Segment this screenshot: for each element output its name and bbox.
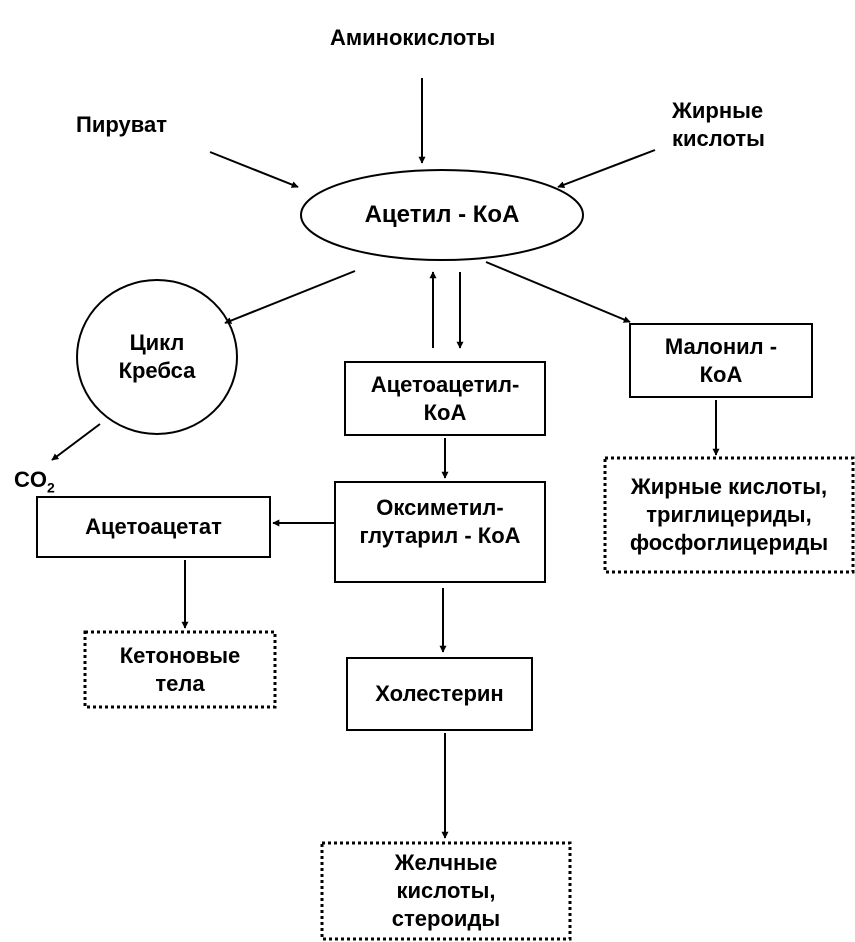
- acetoacetate-label: Ацетоацетат: [85, 514, 222, 539]
- krebs-cycle-circle: [76, 279, 238, 435]
- krebs-line-2: Кребса: [118, 358, 196, 383]
- malonyl-coa-box: [629, 323, 813, 398]
- arrow-acetyl-to-malonyl: [485, 261, 631, 323]
- fatty-acids-line-2: кислоты: [672, 126, 765, 151]
- acetoacetate-box: [36, 496, 271, 558]
- lipids-label: Жирные кислоты, триглицериды, фосфоглице…: [605, 458, 853, 572]
- cholesterol-box: [346, 657, 533, 731]
- hmg-coa-box: [334, 481, 546, 583]
- fatty-acids-line-1: Жирные: [672, 98, 764, 123]
- arrow-acetyl-to-krebs: [224, 270, 356, 324]
- cholesterol-label: Холестерин: [375, 681, 504, 706]
- krebs-cycle-label: Цикл Кребса: [77, 280, 237, 434]
- arrow-pyruvate-to-acetyl: [209, 151, 299, 188]
- acetoacetyl-coa-box: [344, 361, 546, 436]
- co2-label: CO2: [14, 466, 55, 501]
- hmg-coa-label: Оксиметил- глутарил - КоА: [335, 482, 545, 562]
- lipids-line-3: фосфоглицериды: [629, 530, 829, 555]
- ketone-line-2: тела: [155, 670, 205, 696]
- lipids-line-2: триглицериды,: [646, 502, 812, 527]
- malonyl-coa-label: Малонил - КоА: [630, 324, 812, 397]
- ketone-line-1: Кетоновые: [119, 642, 241, 668]
- hmg-line-1: Оксиметил-: [376, 495, 504, 520]
- krebs-line-1: Цикл: [129, 330, 185, 355]
- acetoacetyl-line-1: Ацетоацетил-: [370, 371, 520, 397]
- bile-acids-label: Желчные кислоты, стероиды: [322, 843, 570, 939]
- co2-subscript: 2: [47, 479, 55, 496]
- fatty-acids-source-label: Жирные кислоты: [672, 97, 765, 153]
- lipids-box: [603, 456, 855, 574]
- acetyl-coa-ellipse: [300, 169, 584, 261]
- malonyl-line-2: КоА: [699, 361, 743, 387]
- amino-acids-label: Аминокислоты: [330, 25, 496, 50]
- bile-line-1: Желчные: [394, 850, 498, 875]
- bile-acids-box: [320, 841, 572, 941]
- co2-base: CO: [14, 467, 47, 492]
- lipids-line-1: Жирные кислоты,: [630, 474, 828, 499]
- acetyl-coa-label: Ацетил - КоА: [364, 201, 520, 228]
- ketone-bodies-label: Кетоновые тела: [85, 632, 275, 707]
- bile-line-3: стероиды: [391, 906, 501, 931]
- acetoacetyl-coa-label: Ацетоацетил- КоА: [345, 362, 545, 435]
- bile-line-2: кислоты,: [396, 878, 496, 903]
- pyruvate-label: Пируват: [76, 112, 167, 137]
- acetoacetyl-line-2: КоА: [423, 399, 467, 425]
- ketone-bodies-box: [83, 630, 277, 709]
- arrow-krebs-to-co2: [51, 423, 101, 461]
- arrow-fatty-to-acetyl: [557, 149, 656, 189]
- malonyl-line-1: Малонил -: [664, 333, 778, 359]
- hmg-line-2: глутарил - КоА: [359, 523, 521, 548]
